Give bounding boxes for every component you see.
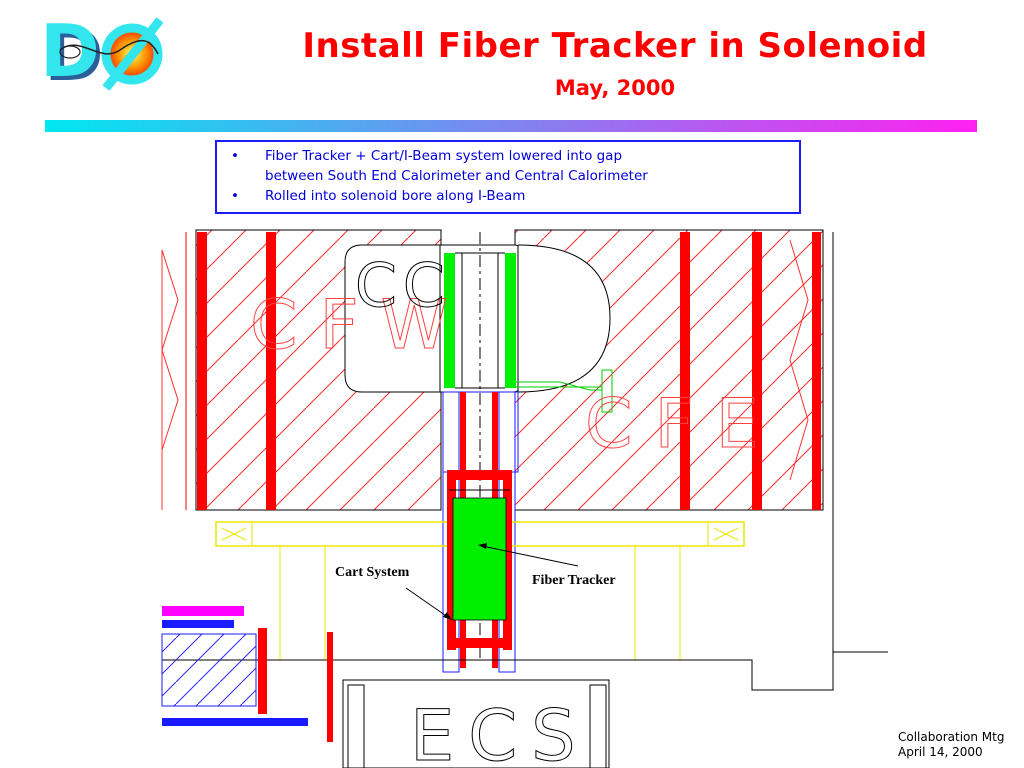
bullet-text-line: Rolled into solenoid bore along I-Beam: [265, 188, 526, 204]
cc-cryostat: [344, 244, 611, 393]
ecs-block: [342, 679, 610, 768]
cfe-label: CFE: [585, 385, 781, 464]
platform-lower-left: [161, 606, 333, 742]
bullet-dot-icon: •: [231, 188, 239, 204]
bullet-item: • Rolled into solenoid bore along I-Beam: [227, 186, 791, 206]
cart-system: [447, 470, 512, 650]
bullet-text-line: Fiber Tracker + Cart/I-Beam system lower…: [265, 148, 623, 164]
footer-date: April 14, 2000: [898, 745, 983, 759]
cart-system-callout: Cart System: [335, 565, 410, 580]
svg-text:D: D: [40, 14, 100, 93]
svg-text:D: D: [44, 14, 104, 96]
tracker-barrel: [444, 252, 613, 413]
bullet-dot-icon: •: [231, 148, 239, 164]
bullet-text-line: between South End Calorimeter and Centra…: [265, 168, 648, 184]
slide-title: Install Fiber Tracker in Solenoid: [302, 26, 928, 66]
footer-note: Collaboration Mtg April 14, 2000: [898, 730, 1022, 760]
bullet-item: • Fiber Tracker + Cart/I-Beam system low…: [227, 146, 791, 186]
ecs-label: ECS: [410, 695, 590, 768]
red-plates: [197, 232, 821, 510]
cc-label: CC: [355, 251, 451, 321]
gradient-divider: [45, 120, 977, 132]
footer-meeting: Collaboration Mtg: [898, 730, 1005, 744]
installation-drawing: CFW CFE CC ECS Cart System Fiber Tracker: [161, 229, 888, 768]
bullet-box: • Fiber Tracker + Cart/I-Beam system low…: [215, 140, 801, 214]
fiber-tracker-callout: Fiber Tracker: [532, 573, 616, 588]
d0-logo: D D: [40, 9, 176, 97]
cfw-label: CFW: [250, 286, 470, 365]
slide-subtitle: May, 2000: [554, 76, 676, 100]
